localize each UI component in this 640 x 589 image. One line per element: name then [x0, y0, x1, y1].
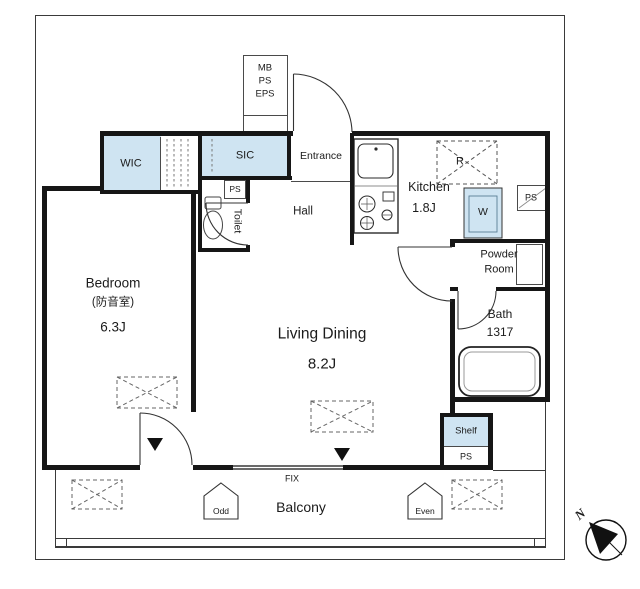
- wic-fill: [104, 136, 161, 190]
- bedroom-door: [139, 412, 193, 466]
- bath-door: [457, 290, 497, 330]
- bedroom-size-label: 6.3J: [100, 319, 126, 335]
- furniture-placeholders: [71, 376, 503, 510]
- direction-markers: [147, 438, 350, 461]
- fix-window: [233, 464, 343, 471]
- balcony-label: Balcony: [276, 499, 326, 515]
- shelf-fill: [444, 417, 488, 446]
- eps-label: EPS: [255, 88, 275, 100]
- bedroom-label: Bedroom: [85, 275, 141, 291]
- entrance-label: Entrance: [299, 149, 343, 162]
- balcony-right-placeholder: [451, 479, 503, 510]
- fridge-label: R: [456, 155, 464, 168]
- washer-box: [463, 187, 503, 239]
- ps-shelf-label: PS: [459, 451, 473, 462]
- living-placeholder: [310, 400, 374, 433]
- building-outline: [35, 15, 565, 560]
- thin-lines: [160, 55, 548, 447]
- odd-marker: [203, 482, 239, 520]
- doors: [139, 73, 497, 466]
- entry-triangle-living: [334, 448, 350, 461]
- hall-label: Hall: [293, 205, 313, 218]
- fridge-space: [436, 140, 498, 185]
- entrance-door: [292, 73, 353, 133]
- fix-window-label: FIX: [284, 473, 300, 484]
- powder-room-label-1: Powder: [480, 248, 518, 261]
- bath-size-label: 1317: [486, 325, 514, 339]
- sink-icon: [357, 143, 394, 179]
- toilet-door: [205, 202, 249, 246]
- faucet-icon: [374, 147, 378, 151]
- bedroom-note-label: (防音室): [91, 296, 135, 309]
- washer-label: W: [478, 205, 488, 218]
- bath-label: Bath: [487, 307, 513, 321]
- storage-fills: [104, 136, 502, 446]
- bedroom-placeholder: [116, 376, 178, 409]
- toilet-label: Toilet: [231, 208, 244, 234]
- balcony-lines: [55, 402, 546, 548]
- even-marker: [407, 482, 443, 520]
- ps-label: PS: [258, 75, 272, 87]
- odd-even-markers: [203, 482, 443, 520]
- balcony-left-placeholder: [71, 479, 123, 510]
- kitchen-label: Kitchen: [408, 179, 450, 194]
- sic-label: SIC: [235, 149, 255, 162]
- north-compass-icon: [585, 519, 627, 561]
- entry-triangle-bedroom: [147, 438, 163, 451]
- wic-label: WIC: [120, 157, 142, 170]
- powder-door: [397, 246, 453, 302]
- powder-room-label-2: Room: [484, 263, 514, 276]
- ps-kitchen-label: PS: [524, 192, 538, 203]
- kitchen-counter: [353, 138, 399, 234]
- sic-fill: [202, 136, 287, 176]
- odd-marker-label: Odd: [212, 505, 230, 516]
- unit-walls: [42, 131, 550, 470]
- powder-vanity: [516, 244, 543, 285]
- even-marker-label: Even: [415, 505, 435, 516]
- mb-ps-eps-box: [243, 55, 288, 116]
- living-dining-label: Living Dining: [277, 325, 367, 343]
- kitchen-size-label: 1.8J: [412, 200, 436, 215]
- mb-label: MB: [257, 62, 273, 74]
- stove-icon: [358, 191, 395, 230]
- ps-toilet-label: PS: [229, 183, 241, 194]
- shelf-label: Shelf: [455, 425, 477, 437]
- bathtub-icon: [458, 346, 541, 397]
- closet-hatch: [166, 139, 213, 188]
- ps-box-toilet: [224, 180, 246, 199]
- living-dining-size-label: 8.2J: [307, 355, 337, 373]
